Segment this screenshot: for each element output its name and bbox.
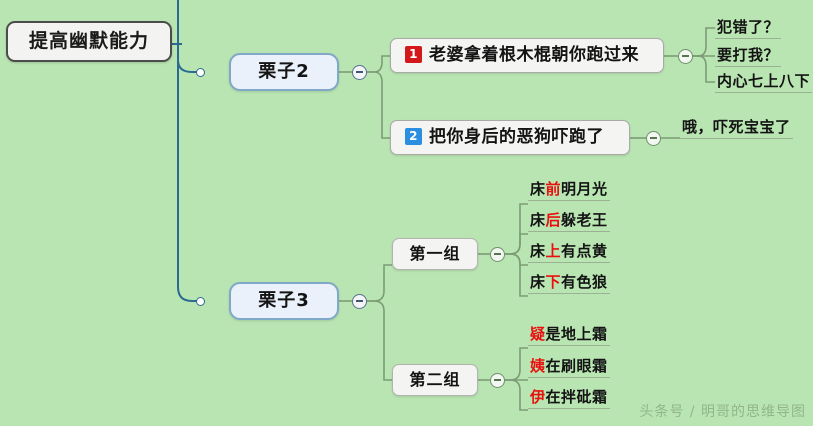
group-node-diyizu-label: 第一组 <box>409 244 461 263</box>
collapse-toggle-dierzu[interactable] <box>490 372 505 388</box>
watermark: 头条号 / 明哥的思维导图 <box>639 404 806 420</box>
leaf-chuangqian[interactable]: 床前明月光 <box>528 182 610 201</box>
collapse-toggle-laopo[interactable] <box>678 48 693 64</box>
leaf-fancuole[interactable]: 犯错了？ <box>715 18 782 39</box>
leaf-fancuole-label: 犯错了？ <box>717 18 780 36</box>
leaf-chuangxia[interactable]: 床下有色狼 <box>528 275 610 294</box>
badge-2: 2 <box>405 128 422 145</box>
sub-node-laopo-label: 老婆拿着根木棍朝你跑过来 <box>429 45 639 65</box>
root-node-label: 提高幽默能力 <box>28 30 149 52</box>
leaf-yaodawo[interactable]: 要打我？ <box>715 46 782 67</box>
branch-node-lizi3[interactable]: 栗子3 <box>229 282 339 320</box>
badge-1: 1 <box>405 46 422 63</box>
leaf-chuangshang[interactable]: 床上有点黄 <box>528 244 610 263</box>
sub-node-laopo[interactable]: 1 老婆拿着根木棍朝你跑过来 <box>390 38 664 73</box>
leaf-neixin[interactable]: 内心七上八下 <box>715 72 813 93</box>
sub-node-edou-label: 把你身后的恶狗吓跑了 <box>429 127 604 147</box>
branch-node-lizi3-label: 栗子3 <box>258 290 310 311</box>
leaf-xiasibaobao[interactable]: 哦，吓死宝宝了 <box>680 120 793 139</box>
leaf-neixin-label: 内心七上八下 <box>717 72 811 90</box>
branch-node-lizi2[interactable]: 栗子2 <box>229 53 339 91</box>
leaf-yibanpi[interactable]: 伊在拌砒霜 <box>528 390 610 409</box>
leaf-yishi[interactable]: 疑是地上霜 <box>528 327 610 346</box>
sub-node-edou[interactable]: 2 把你身后的恶狗吓跑了 <box>390 120 630 155</box>
collapse-toggle-lizi3[interactable] <box>352 293 367 309</box>
leaf-yaodawo-label: 要打我？ <box>717 46 780 64</box>
group-node-dierzu[interactable]: 第二组 <box>392 364 478 396</box>
leaf-yizai[interactable]: 姨在刷眼霜 <box>528 359 610 378</box>
group-node-diyizu[interactable]: 第一组 <box>392 238 478 270</box>
junction-dot-lizi2 <box>196 67 205 77</box>
collapse-toggle-edou[interactable] <box>646 130 661 146</box>
branch-node-lizi2-label: 栗子2 <box>258 61 310 82</box>
leaf-xiasibaobao-label: 哦，吓死宝宝了 <box>682 118 791 136</box>
leaf-chuanghou[interactable]: 床后躲老王 <box>528 213 610 232</box>
root-node[interactable]: 提高幽默能力 <box>6 21 172 62</box>
collapse-toggle-diyizu[interactable] <box>490 246 505 262</box>
group-node-dierzu-label: 第二组 <box>409 370 461 389</box>
junction-dot-lizi3 <box>196 296 205 306</box>
collapse-toggle-lizi2[interactable] <box>352 64 367 80</box>
